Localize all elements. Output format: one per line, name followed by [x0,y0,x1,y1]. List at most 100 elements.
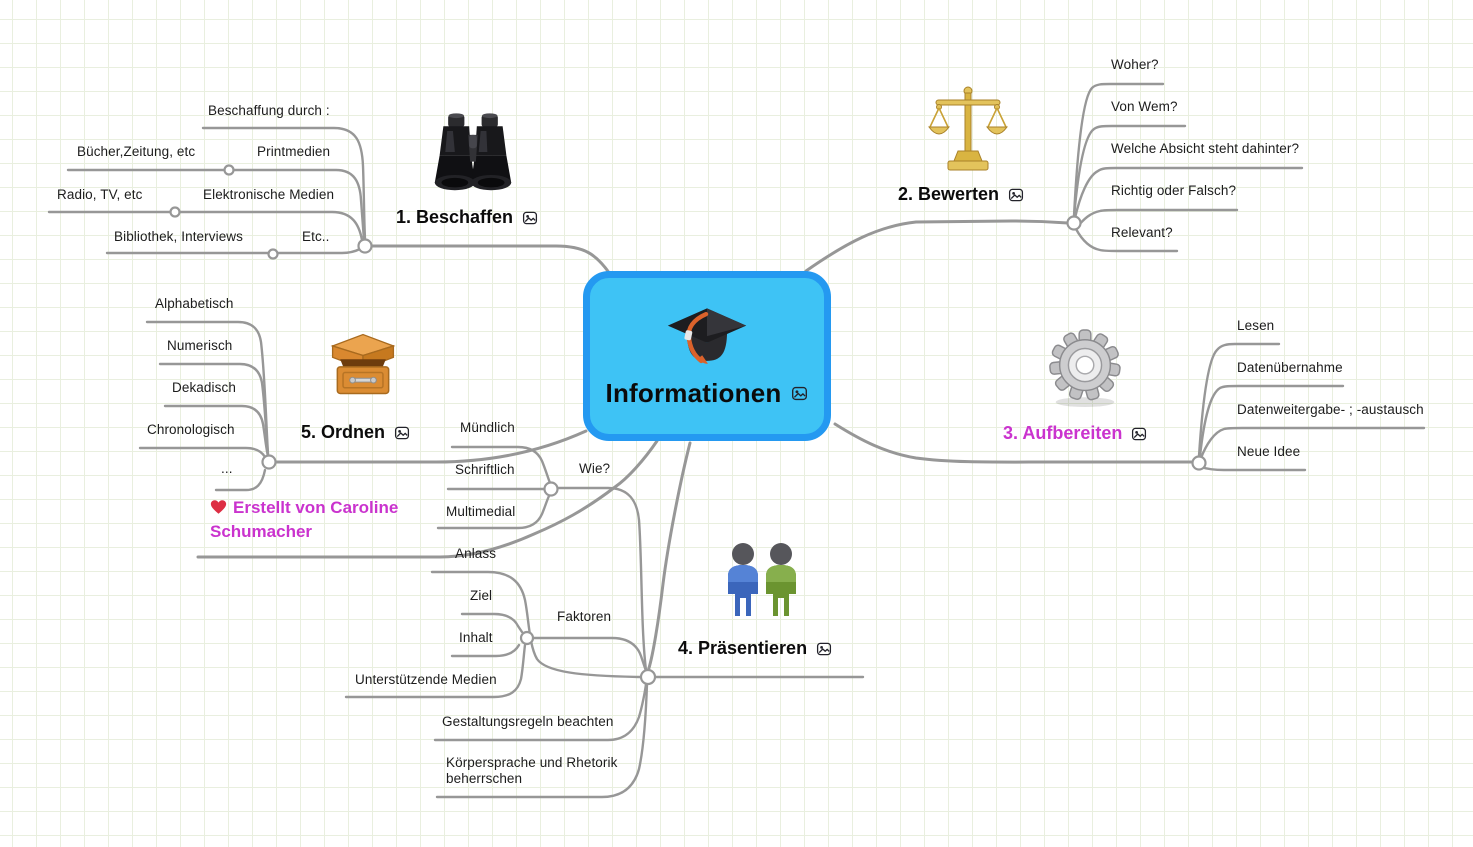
curve-datenweitergabe [1199,426,1426,460]
curve-wie [555,486,648,672]
image-badge-icon[interactable] [522,210,538,226]
node-unterstuetzende-medien[interactable]: Unterstützende Medien [355,672,497,687]
card-file-box-icon [330,333,396,395]
topic-beschaffen-label: 1. Beschaffen [396,207,514,227]
curve-faktoren [531,636,648,673]
node-von-wem[interactable]: Von Wem? [1111,99,1178,114]
node-welche-absicht[interactable]: Welche Absicht steht dahinter? [1111,141,1300,156]
node-chronologisch[interactable]: Chronologisch [147,422,235,437]
credit-node[interactable]: Erstellt von Caroline Schumacher [210,496,422,544]
node-beschaffung-durch[interactable]: Beschaffung durch : [208,103,330,118]
node-anlass[interactable]: Anlass [455,546,497,561]
junction-toggle-etc[interactable] [267,248,279,260]
two-people-icon [728,543,796,616]
graduation-cap-icon [667,307,747,364]
node-elektronische-medien[interactable]: Elektronische Medien [203,187,335,202]
junction-toggle-faktoren[interactable] [519,630,535,646]
topic-ordnen[interactable]: 5. Ordnen [301,422,410,443]
node-bibliothek-interviews[interactable]: Bibliothek, Interviews [114,229,244,244]
curve-elektronische-medien [47,210,364,242]
curve-relevant [1074,227,1179,253]
topic-praesentieren-label: 4. Präsentieren [678,638,808,658]
node-muendlich[interactable]: Mündlich [460,420,515,435]
node-gestaltungsregeln[interactable]: Gestaltungsregeln beachten [442,714,614,729]
scales-icon [928,86,1008,171]
curve-etc [105,247,362,255]
curve-welche-absicht [1073,166,1304,220]
node-inhalt[interactable]: Inhalt [459,630,493,645]
node-richtig-falsch[interactable]: Richtig oder Falsch? [1111,183,1237,198]
node-wie[interactable]: Wie? [579,461,611,476]
topic-ordnen-label: 5. Ordnen [301,422,386,442]
curve-anlass [430,570,642,679]
junction-toggle-printmedien[interactable] [223,164,235,176]
junction-toggle-elektronische[interactable] [169,206,181,218]
node-alphabetisch[interactable]: Alphabetisch [155,296,234,311]
curve-aufbereiten-trunk [833,422,1195,464]
curve-beschaffung-durch [201,126,367,241]
topic-aufbereiten-label: 3. Aufbereiten [1003,423,1123,443]
credit-label: Erstellt von Caroline Schumacher [210,498,399,541]
image-badge-icon[interactable] [1131,426,1147,442]
curve-richtig-falsch [1075,208,1239,229]
node-dekadisch[interactable]: Dekadisch [172,380,236,395]
curve-numerisch [158,362,270,457]
topic-bewerten[interactable]: 2. Bewerten [898,184,1024,205]
curve-mehr [214,468,267,492]
curve-ordnen-trunk [273,429,588,464]
topic-bewerten-label: 2. Bewerten [898,184,1000,204]
junction-toggle-aufbereiten[interactable] [1191,455,1207,471]
binoculars-icon [434,113,512,191]
node-radio-tv[interactable]: Radio, TV, etc [57,187,143,202]
node-schriftlich[interactable]: Schriftlich [455,462,515,477]
gear-icon [1049,329,1121,407]
image-badge-icon[interactable] [394,425,410,441]
curve-neue-idee [1199,465,1307,472]
curve-credit-sweep [196,439,659,559]
curve-bewerten-trunk [804,219,1070,273]
topic-aufbereiten[interactable]: 3. Aufbereiten [1003,423,1147,444]
node-neue-idee[interactable]: Neue Idee [1237,444,1301,459]
node-numerisch[interactable]: Numerisch [167,338,233,353]
junction-toggle-bewerten[interactable] [1066,215,1082,231]
curve-ziel [460,612,524,634]
node-multimedial[interactable]: Multimedial [446,504,516,519]
image-badge-icon[interactable] [1008,187,1024,203]
junction-toggles [169,164,1207,686]
junction-toggle-praesentieren[interactable] [639,668,657,686]
node-koerpersprache[interactable]: Körpersprache und Rhetorik beherrschen [446,755,618,787]
curve-beschaffen-trunk [369,244,612,276]
image-badge-icon[interactable] [791,385,808,402]
node-datenuebernahme[interactable]: Datenübernahme [1237,360,1343,375]
node-printmedien[interactable]: Printmedien [257,144,331,159]
node-woher[interactable]: Woher? [1111,57,1159,72]
red-heart-icon [210,500,227,514]
curve-woher [1072,82,1165,218]
root-topic[interactable]: Informationen [583,271,831,441]
curve-praesentieren-trunk [646,441,692,673]
junction-toggle-wie[interactable] [543,481,559,497]
node-datenweitergabe[interactable]: Datenweitergabe- ; -austausch [1237,402,1424,417]
curve-muendlich [450,445,552,485]
curve-gestaltungsregeln [433,682,648,742]
curve-printmedien [66,168,366,242]
image-badge-icon[interactable] [816,641,832,657]
junction-toggle-beschaffen[interactable] [357,238,373,254]
node-buecher[interactable]: Bücher,Zeitung, etc [77,144,196,159]
curve-lesen [1197,342,1281,458]
node-ziel[interactable]: Ziel [470,588,493,603]
curve-inhalt [450,643,521,658]
topic-beschaffen[interactable]: 1. Beschaffen [396,207,538,228]
branch-curves [47,82,1426,799]
topic-praesentieren[interactable]: 4. Präsentieren [678,638,832,659]
node-etc[interactable]: Etc.. [302,229,330,244]
node-faktoren[interactable]: Faktoren [557,609,612,624]
node-lesen[interactable]: Lesen [1237,318,1275,333]
junction-toggle-ordnen[interactable] [261,454,277,470]
node-mehr[interactable]: ... [221,461,233,476]
curve-multimedial [436,492,552,530]
curve-datenuebernahme [1198,384,1345,458]
node-relevant[interactable]: Relevant? [1111,225,1173,240]
